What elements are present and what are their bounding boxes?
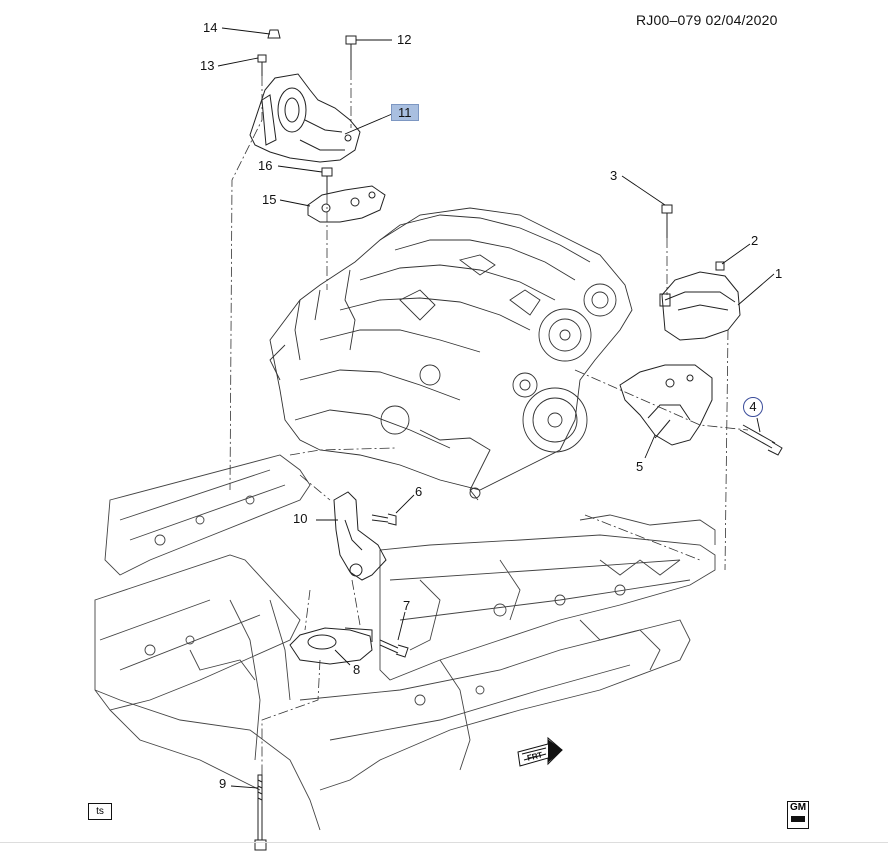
callout-6: 6 [415, 484, 423, 499]
upper-mount-drawing [249, 73, 386, 223]
leader-lines [217, 27, 775, 789]
callout-1: 1 [775, 266, 783, 281]
right-mount-drawing [619, 271, 741, 446]
callout-4-circled: 4 [743, 397, 763, 417]
gm-logo: GM [787, 801, 809, 829]
callout-12: 12 [397, 32, 412, 47]
callout-14: 14 [203, 20, 218, 35]
callout-7: 7 [403, 598, 411, 613]
corner-badge-ts: ts [88, 803, 112, 820]
alignment-lines [229, 70, 749, 775]
callout-2: 2 [751, 233, 759, 248]
callout-13: 13 [200, 58, 215, 73]
engine-drawing [269, 207, 633, 501]
callout-11-highlighted: 11 [391, 104, 419, 121]
callout-3: 3 [610, 168, 618, 183]
bottom-divider [0, 842, 888, 843]
callout-9: 9 [219, 776, 227, 791]
gm-logo-bar [791, 816, 805, 822]
document-code: RJ00–079 02/04/2020 [636, 12, 778, 28]
callout-16: 16 [258, 158, 273, 173]
callout-8: 8 [353, 662, 361, 677]
callout-10: 10 [293, 511, 308, 526]
fasteners-drawing [254, 29, 783, 851]
lower-mount-drawing [289, 491, 387, 665]
front-direction-arrow [517, 736, 563, 767]
subframe-drawing [94, 454, 716, 831]
callout-15: 15 [262, 192, 277, 207]
callout-5: 5 [636, 459, 644, 474]
gm-logo-text: GM [789, 802, 807, 813]
